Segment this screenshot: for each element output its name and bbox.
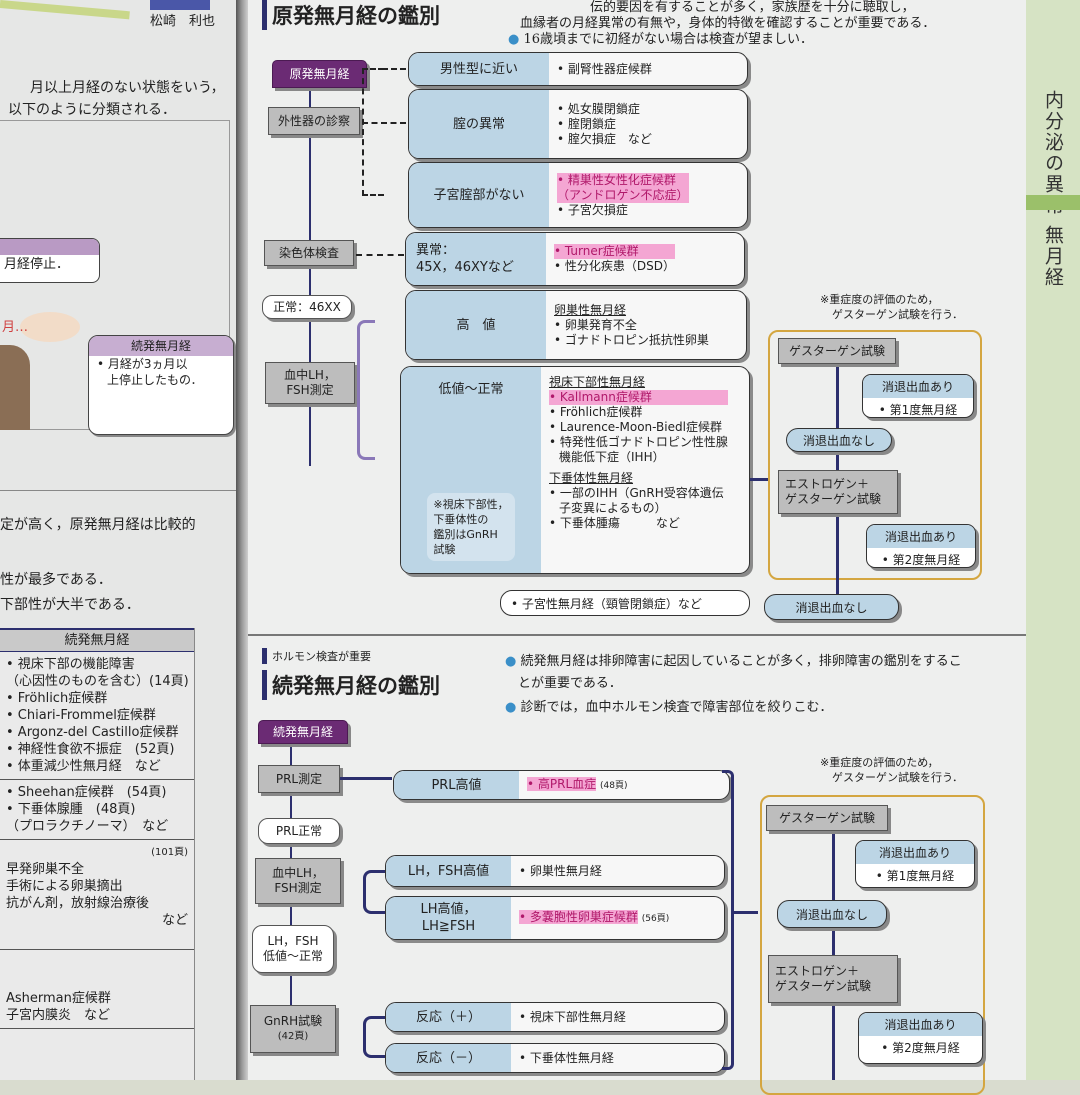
left-page: 松崎 利也 月以上月経のない状態をいう， 以下のように分類される． 月経停止． … <box>0 0 236 1080</box>
gestagen-frame <box>768 330 982 580</box>
chromosome-test-node: 染色体検査 <box>264 240 354 266</box>
primary-intro: 伝的要因を有することが多く，家族歴を十分に聴取し， <box>590 0 915 15</box>
secondary-intro: ● 診断では，血中ホルモン検査で障害部位を絞りこむ． <box>505 700 833 715</box>
flow-line <box>309 86 311 466</box>
body-line: 定が高く，原発無月経は比較的 <box>0 517 196 533</box>
result-box: LH高値，LH≧FSH• 多嚢胞性卵巣症候群 (56頁) <box>385 896 725 940</box>
primary-title: 原発無月経の鑑別 <box>262 0 440 30</box>
gestagen-note: ※重症度の評価のため，ゲスターゲン試験を行う． <box>820 756 964 784</box>
decorative-band <box>0 0 130 20</box>
secondary-intro: ● 続発無月経は排卵障害に起因していることが多く，排卵障害の鑑別をするこ <box>505 654 962 669</box>
external-exam-node: 外性器の診察 <box>268 107 360 135</box>
bleed-no-node: 消退出血なし <box>777 900 887 928</box>
bleed-yes-grade2: 消退出血あり• 第2度無月経 <box>858 1012 983 1064</box>
divider <box>0 490 236 491</box>
book-gutter <box>236 0 248 1080</box>
result-box: 腟の異常• 処女膜閉鎖症• 腟閉鎖症• 腟欠損症 など <box>408 89 748 159</box>
arrow-right <box>750 478 768 481</box>
branch-line <box>363 870 385 914</box>
primary-start-node: 原発無月経 <box>272 60 367 88</box>
arrow-right <box>340 777 392 780</box>
chapter-tab: 内分泌の異常 <box>1042 90 1064 216</box>
table-header: 続発無月経 <box>0 628 194 652</box>
branch-line <box>363 1016 385 1058</box>
secondary-intro: とが重要である． <box>518 676 622 691</box>
intro-line: 以下のように分類される． <box>8 102 176 118</box>
uterine-amenorrhea-box: • 子宮性無月経（頸管閉鎖症）など <box>500 590 750 616</box>
result-box: 高 値卵巣性無月経• 卵巣発育不全• ゴナドトロピン抵抗性卵巣 <box>405 290 747 360</box>
result-box: 男性型に近い• 副腎性器症候群 <box>408 52 748 86</box>
bleed-yes-grade1: 消退出血あり• 第1度無月経 <box>855 840 975 888</box>
table-row: (101頁)早発卵巣不全手術による卵巣摘出抗がん剤，放射線治療後など <box>0 840 194 950</box>
secondary-table: 続発無月経 • 視床下部の機能障害（心因性のものを含む）(14頁)• Fröhl… <box>0 628 195 1080</box>
secondary-subtitle: ホルモン検査が重要 <box>262 648 371 664</box>
gestagen-test-node: ゲスターゲン試験 <box>778 338 896 364</box>
normal-46xx-node: 正常：46XX <box>262 295 352 319</box>
side-tab-strip: 内分泌の異常 無月経 <box>1026 0 1080 1080</box>
bleed-yes-grade2: 消退出血あり• 第2度無月経 <box>866 524 976 568</box>
gnrh-test-node: GnRH試験(42頁) <box>250 1005 336 1053</box>
bleed-yes-grade1: 消退出血あり• 第1度無月経 <box>862 374 974 418</box>
secondary-start-node: 続発無月経 <box>258 720 348 744</box>
prl-test-node: PRL測定 <box>258 765 340 793</box>
table-row: Asherman症候群子宮内膜炎 など <box>0 950 194 1029</box>
estrogen-gestagen-test-node: エストロゲン＋ゲスターゲン試験 <box>778 470 898 514</box>
bleed-no-node: 消退出血なし <box>786 428 892 452</box>
gestagen-test-node: ゲスターゲン試験 <box>766 805 888 831</box>
result-box: 反応（－）• 下垂体性無月経 <box>385 1043 725 1073</box>
woman-illustration-icon <box>0 345 30 430</box>
thought-bubble-icon <box>20 312 80 342</box>
body-line: 下部性が大半である． <box>0 597 140 613</box>
dashed-branch <box>382 68 406 70</box>
dashed-branch <box>356 254 404 256</box>
author-tag <box>150 0 210 10</box>
intro-line: 月以上月経のない状態をいう， <box>30 80 225 96</box>
body-line: 性が最多である． <box>0 572 112 588</box>
lh-fsh-node: 血中LH，FSH測定 <box>265 362 355 404</box>
table-row: • Sheehan症候群 (54頁)• 下垂体腺腫 (48頁)（プロラクチノーマ… <box>0 780 194 840</box>
result-box: PRL高値• 高PRL血症 (48頁) <box>393 770 730 800</box>
primary-intro: ● 16歳頃までに初経がない場合は検査が望ましい． <box>508 32 814 47</box>
final-no-bleed: 消退出血なし <box>764 594 899 620</box>
dashed-branch <box>362 68 384 196</box>
author-name: 松崎 利也 <box>150 14 216 29</box>
lh-branch-line <box>357 320 375 460</box>
result-box: 子宮腟部がない• 精巣性女性化症候群（アンドロゲン不応症）• 子宮欠損症 <box>408 162 748 228</box>
flow-line <box>832 828 835 1080</box>
card-primary: 月経停止． <box>0 238 100 283</box>
section-divider <box>248 634 1026 636</box>
section-tab: 無月経 <box>1042 225 1064 288</box>
arrow-right <box>734 911 758 914</box>
card-secondary: 続発無月経 • 月経が3ヵ月以 上停止したもの． <box>88 335 234 435</box>
tab-marker <box>1026 195 1080 210</box>
illustration-text: 月… <box>2 320 29 335</box>
estrogen-gestagen-test-node: エストロゲン＋ゲスターゲン試験 <box>768 955 898 1003</box>
lh-fsh-node: 血中LH，FSH測定 <box>255 858 341 904</box>
result-box: 異常：45X，46XYなど• Turner症候群• 性分化疾患（DSD） <box>405 232 745 286</box>
result-box: LH，FSH高値• 卵巣性無月経 <box>385 855 725 887</box>
table-row: • 視床下部の機能障害（心因性のものを含む）(14頁)• Fröhlich症候群… <box>0 652 194 780</box>
secondary-title: 続発無月経の鑑別 <box>262 670 440 700</box>
gestagen-note: ※重症度の評価のため，ゲスターゲン試験を行う． <box>820 293 964 321</box>
bracket-line <box>722 770 734 1070</box>
result-box: 反応（＋）• 視床下部性無月経 <box>385 1002 725 1032</box>
primary-intro: 血縁者の月経異常の有無や，身体的特徴を確認することが重要である． <box>520 16 936 31</box>
dashed-branch <box>362 122 406 124</box>
prl-normal-node: PRL正常 <box>258 818 340 844</box>
